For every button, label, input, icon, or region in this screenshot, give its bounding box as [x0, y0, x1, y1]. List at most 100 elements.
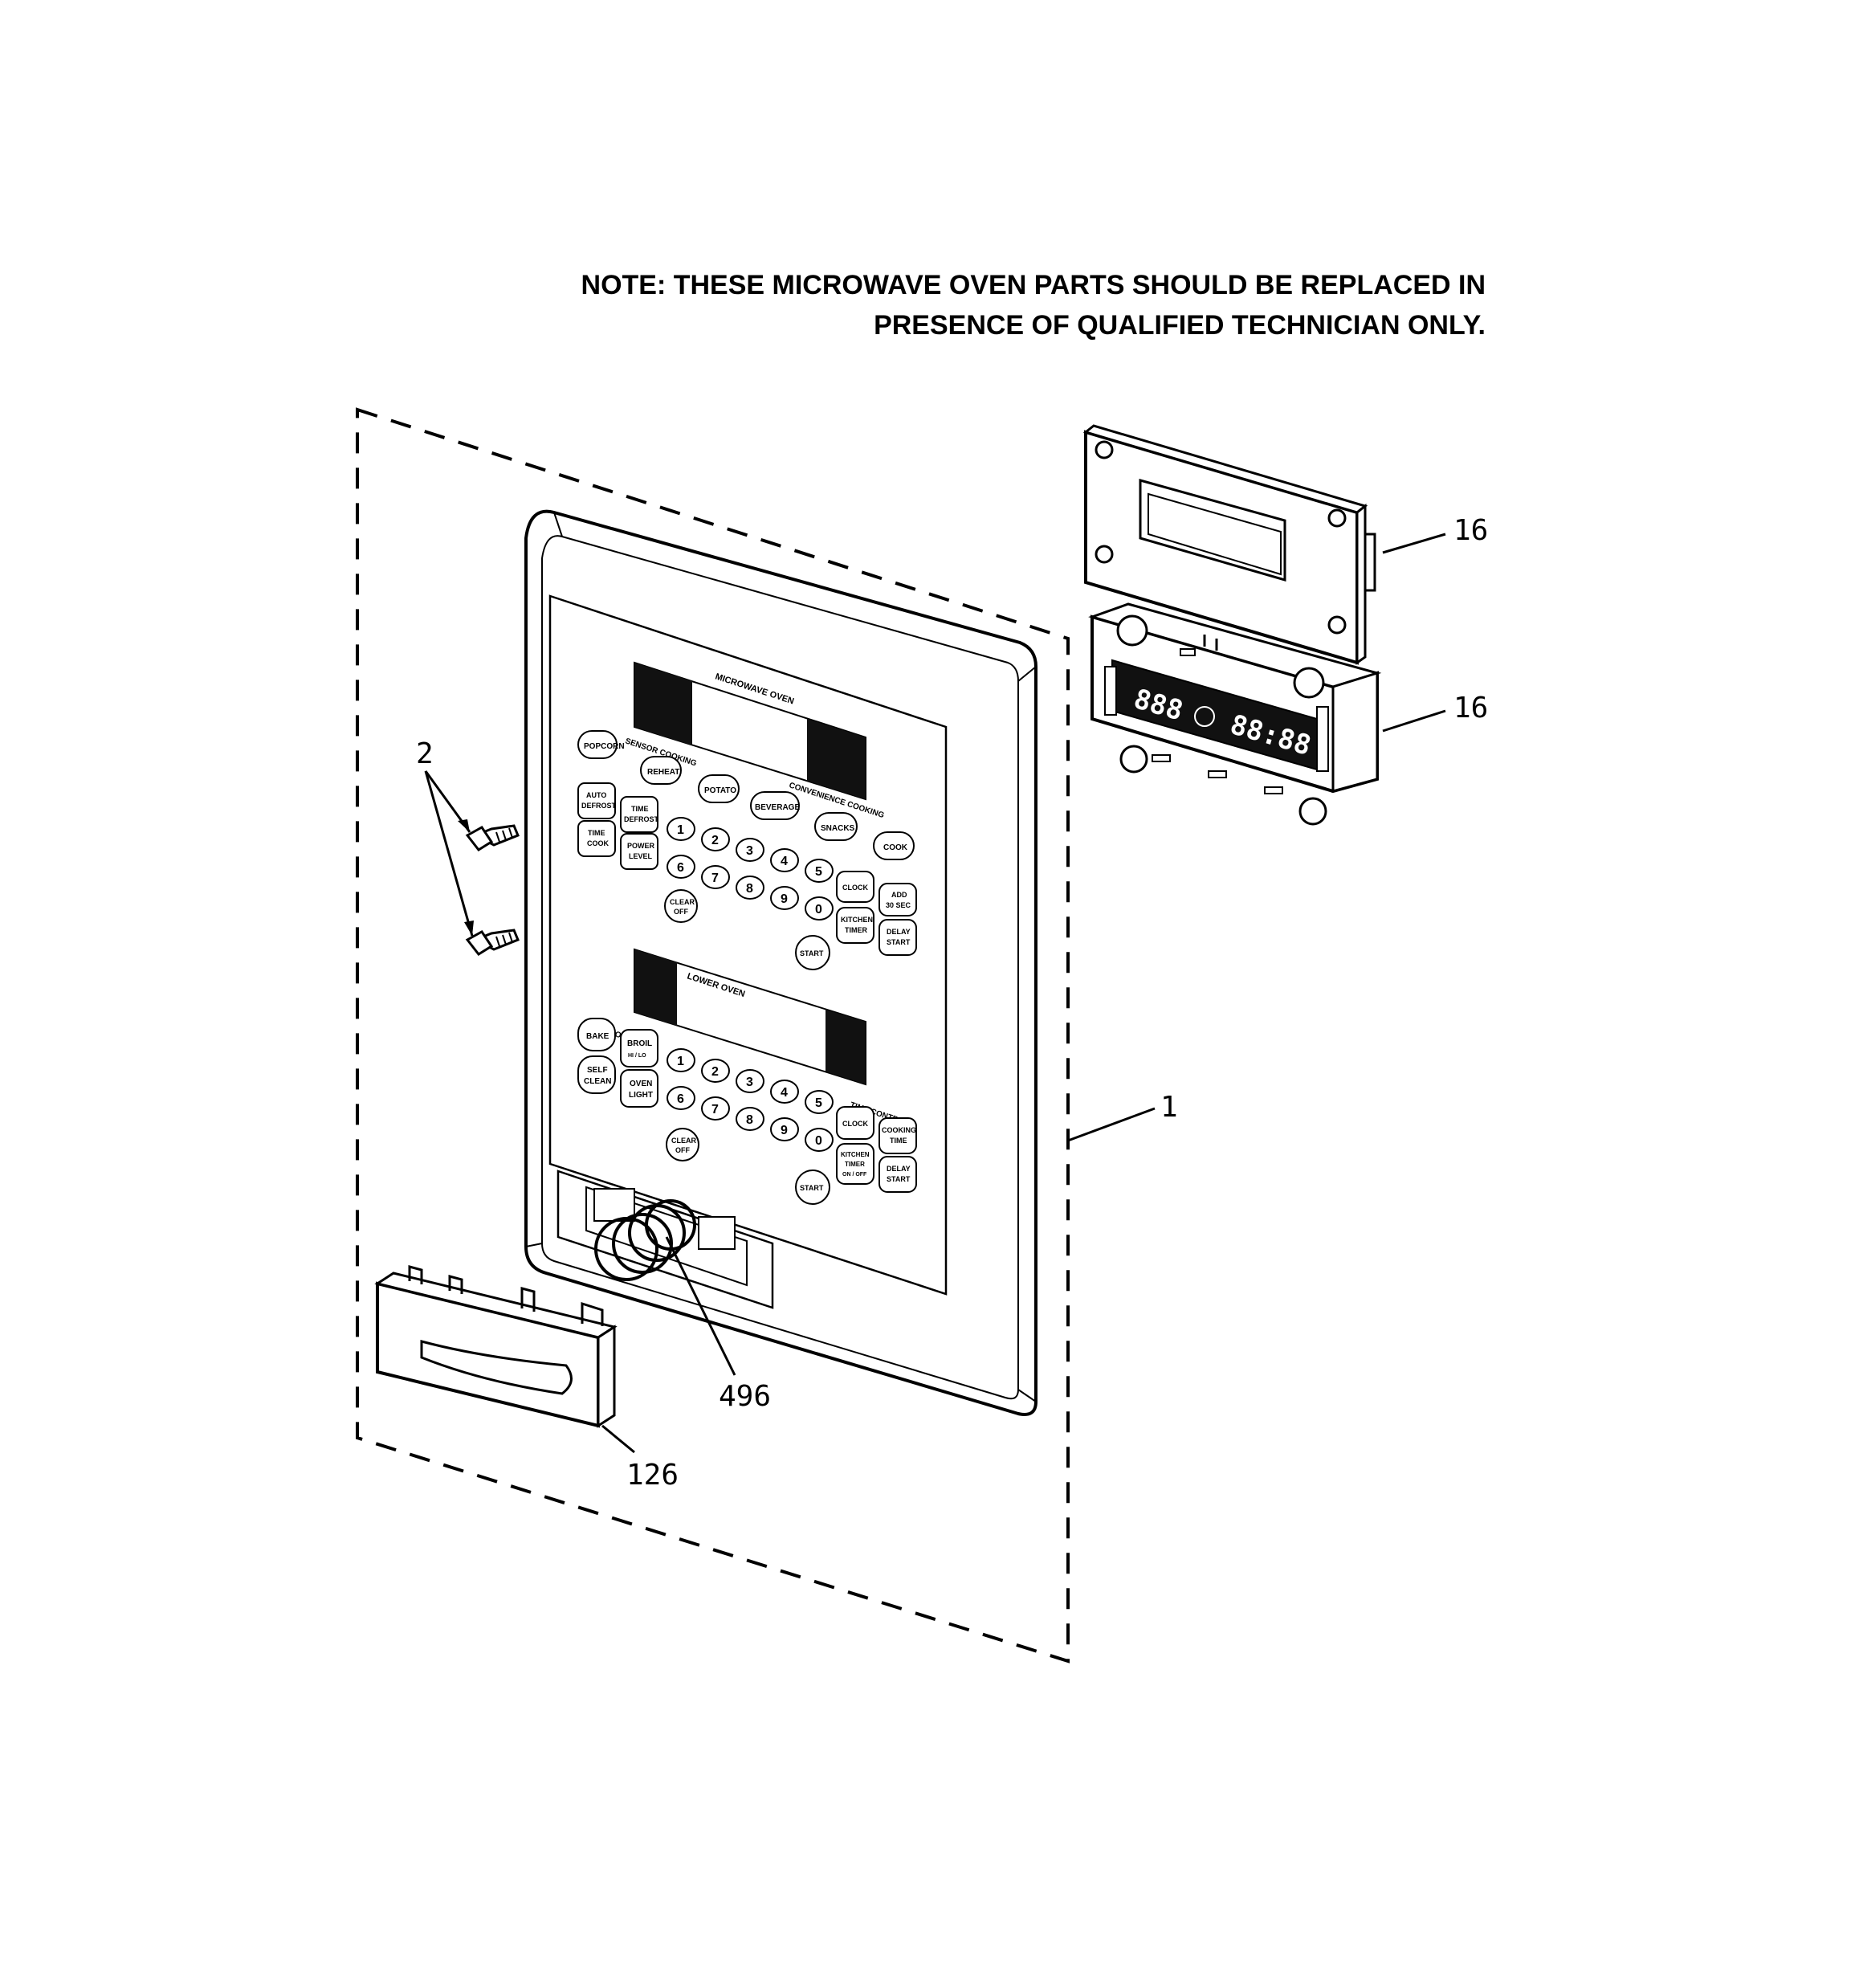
lo-digit-key[interactable]: [736, 1107, 764, 1131]
lo-start-key[interactable]: [795, 1170, 830, 1205]
mw-start-label: START: [800, 949, 824, 957]
mw-digit-key[interactable]: [736, 876, 764, 900]
self-clean-label-1: SELF: [587, 1066, 608, 1075]
oven-light-key[interactable]: [620, 1069, 658, 1108]
mw-digit-label: 5: [815, 865, 822, 879]
lo-digit-label: 0: [815, 1134, 822, 1148]
mw-digit-label: 6: [677, 861, 684, 875]
lo-digit-label: 5: [815, 1096, 822, 1110]
switch-ring-part: [594, 1199, 696, 1281]
broil-label-1: BROIL: [627, 1039, 652, 1048]
time-cook-label-2: COOK: [587, 839, 609, 847]
mw-digit-label: 2: [711, 834, 719, 847]
mw-digit-key[interactable]: [805, 859, 834, 883]
switch-housing: [593, 1188, 635, 1222]
broil-key[interactable]: [620, 1029, 658, 1067]
lo-digit-key[interactable]: [770, 1080, 799, 1104]
callout-1-panel: 1: [1160, 1091, 1178, 1124]
mw-kitchen-label-2: TIMER: [845, 926, 867, 934]
mw-digit-key[interactable]: [701, 827, 730, 851]
note-line-2: PRESENCE OF QUALIFIED TECHNICIAN ONLY.: [874, 310, 1486, 341]
add-30-sec-key[interactable]: [879, 883, 917, 916]
mw-clock-key[interactable]: [836, 871, 874, 903]
lo-digit-key[interactable]: [701, 1059, 730, 1083]
mw-digit-label: 7: [711, 872, 719, 885]
bake-key[interactable]: [577, 1018, 616, 1051]
time-defrost-label-2: DEFROST: [624, 815, 659, 823]
time-cook-label-1: TIME: [588, 829, 605, 837]
lo-digit-label: 4: [781, 1086, 788, 1100]
lo-kitchen-timer-key[interactable]: [836, 1143, 874, 1185]
lo-start-label: START: [800, 1184, 824, 1192]
snacks-label: SNACKS: [821, 824, 855, 833]
add-label-1: ADD: [891, 891, 907, 899]
mw-digit-key[interactable]: [770, 886, 799, 910]
lo-digit-label: 2: [711, 1065, 719, 1079]
mw-clear-off-key[interactable]: [664, 889, 698, 923]
mw-off-label: OFF: [674, 908, 688, 916]
lo-clock-key[interactable]: [836, 1106, 874, 1140]
lo-off-label: OFF: [675, 1146, 690, 1154]
power-level-label-1: POWER: [627, 842, 655, 850]
add-label-2: 30 SEC: [886, 901, 911, 909]
callout-16-board: 16: [1453, 692, 1488, 725]
lo-digit-key[interactable]: [701, 1096, 730, 1121]
time-defrost-label-1: TIME: [631, 805, 649, 813]
power-level-key[interactable]: [620, 833, 658, 870]
auto-defrost-label-1: AUTO: [586, 791, 606, 799]
cooking-time-key[interactable]: [879, 1117, 917, 1154]
mw-digit-key[interactable]: [736, 838, 764, 862]
lo-digit-key[interactable]: [805, 1090, 834, 1114]
self-clean-key[interactable]: [577, 1055, 616, 1094]
lo-digit-key[interactable]: [805, 1128, 834, 1152]
lo-delay-label-1: DELAY: [887, 1165, 911, 1173]
mw-digit-key[interactable]: [701, 865, 730, 889]
time-defrost-key[interactable]: [620, 796, 658, 833]
lo-kitchen-label-3: ON / OFF: [842, 1172, 867, 1178]
beverage-label: BEVERAGE: [755, 803, 800, 812]
lo-clear-off-key[interactable]: [666, 1128, 699, 1161]
popcorn-key[interactable]: [577, 730, 618, 759]
control-board-cover: [1082, 424, 1376, 665]
beverage-key[interactable]: [750, 791, 800, 820]
control-panel-assembly: MICROWAVE OVEN LOWER OVEN SENSOR COOKING…: [524, 509, 1037, 1416]
mw-digit-label: 4: [781, 855, 788, 868]
mw-digit-key[interactable]: [667, 817, 695, 841]
lo-kitchen-label-2: TIMER: [845, 1161, 865, 1168]
power-level-label-2: LEVEL: [629, 852, 653, 860]
lo-digit-key[interactable]: [770, 1117, 799, 1141]
mw-kitchen-timer-key[interactable]: [836, 907, 874, 944]
lower-oven-display-dark-left: [634, 949, 677, 1026]
cooking-time-label-1: COOKING: [882, 1126, 916, 1134]
snacks-key[interactable]: [814, 812, 858, 841]
microwave-keypad: POPCORN REHEAT POTATO BEVERAGE SNACKS CO…: [577, 730, 917, 970]
mw-delay-start-key[interactable]: [879, 919, 917, 956]
lo-digit-key[interactable]: [736, 1069, 764, 1093]
lo-digit-label: 7: [711, 1103, 719, 1116]
potato-key[interactable]: [698, 774, 740, 803]
popcorn-label: POPCORN: [584, 742, 625, 751]
cook-key[interactable]: [873, 831, 915, 860]
callout-2-screws: 2: [416, 737, 434, 770]
cooking-time-label-2: TIME: [890, 1137, 907, 1145]
mw-digit-key[interactable]: [667, 855, 695, 879]
panel-bevel-lines: [525, 512, 1037, 1402]
reheat-key[interactable]: [640, 756, 682, 785]
mw-delay-label-2: START: [887, 938, 911, 946]
potato-label: POTATO: [704, 786, 736, 795]
lo-digit-key[interactable]: [667, 1086, 695, 1110]
lo-digit-key[interactable]: [667, 1048, 695, 1072]
lo-digit-label: 9: [781, 1124, 788, 1137]
lo-clock-label: CLOCK: [842, 1120, 868, 1128]
lo-digit-label: 3: [746, 1076, 753, 1089]
auto-defrost-key[interactable]: [577, 782, 616, 819]
callout-16-cover: 16: [1453, 514, 1488, 547]
oven-light-label-2: LIGHT: [629, 1091, 653, 1100]
lower-oven-display-dark-right: [826, 1010, 866, 1084]
mw-digit-key[interactable]: [805, 896, 834, 921]
lo-delay-start-key[interactable]: [879, 1156, 917, 1193]
lower-oven-keypad: BAKE BROIL HI / LO SELF CLEAN OVEN LIGHT…: [577, 1018, 917, 1205]
mw-digit-key[interactable]: [770, 848, 799, 872]
mw-start-key[interactable]: [795, 935, 830, 970]
time-cook-key[interactable]: [577, 820, 616, 857]
